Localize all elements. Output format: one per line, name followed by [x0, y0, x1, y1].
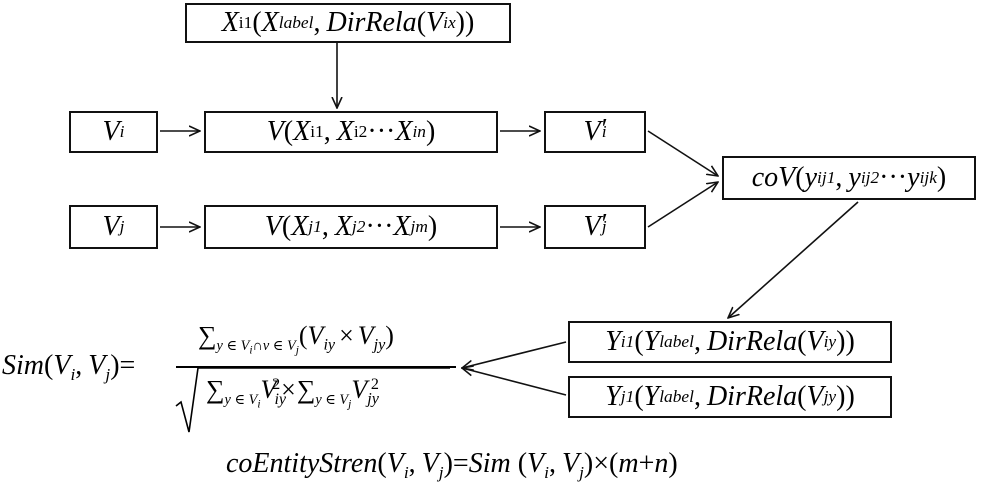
fraction-bar [176, 366, 456, 368]
arrow-yj-to-sim [462, 368, 567, 396]
arrow-yi-to-sim [462, 341, 567, 368]
sim-denominator: ∑y ∈ ViViy2×∑y ∈ VjVjy2 [206, 375, 379, 411]
coentity-strength-formula: coEntityStren(Vi,Vj)=Sim (Vi,Vj)×(m+n) [226, 448, 678, 483]
sqrt-sign [175, 367, 450, 433]
box-vprime-i: V′i [544, 111, 646, 153]
arrow-cov-to-yi [728, 201, 859, 318]
arrow-vpj-to-cov [647, 182, 718, 228]
symbol: X [221, 7, 239, 38]
sim-lhs: Sim(Vi,Vj)= [2, 350, 136, 385]
sim-numerator: ∑y ∈ Vi∩v ∈ Vj(Viy×Vjy) [198, 321, 394, 357]
box-vprime-j: V′j [544, 205, 646, 249]
arrow-vpi-to-cov [647, 130, 718, 176]
